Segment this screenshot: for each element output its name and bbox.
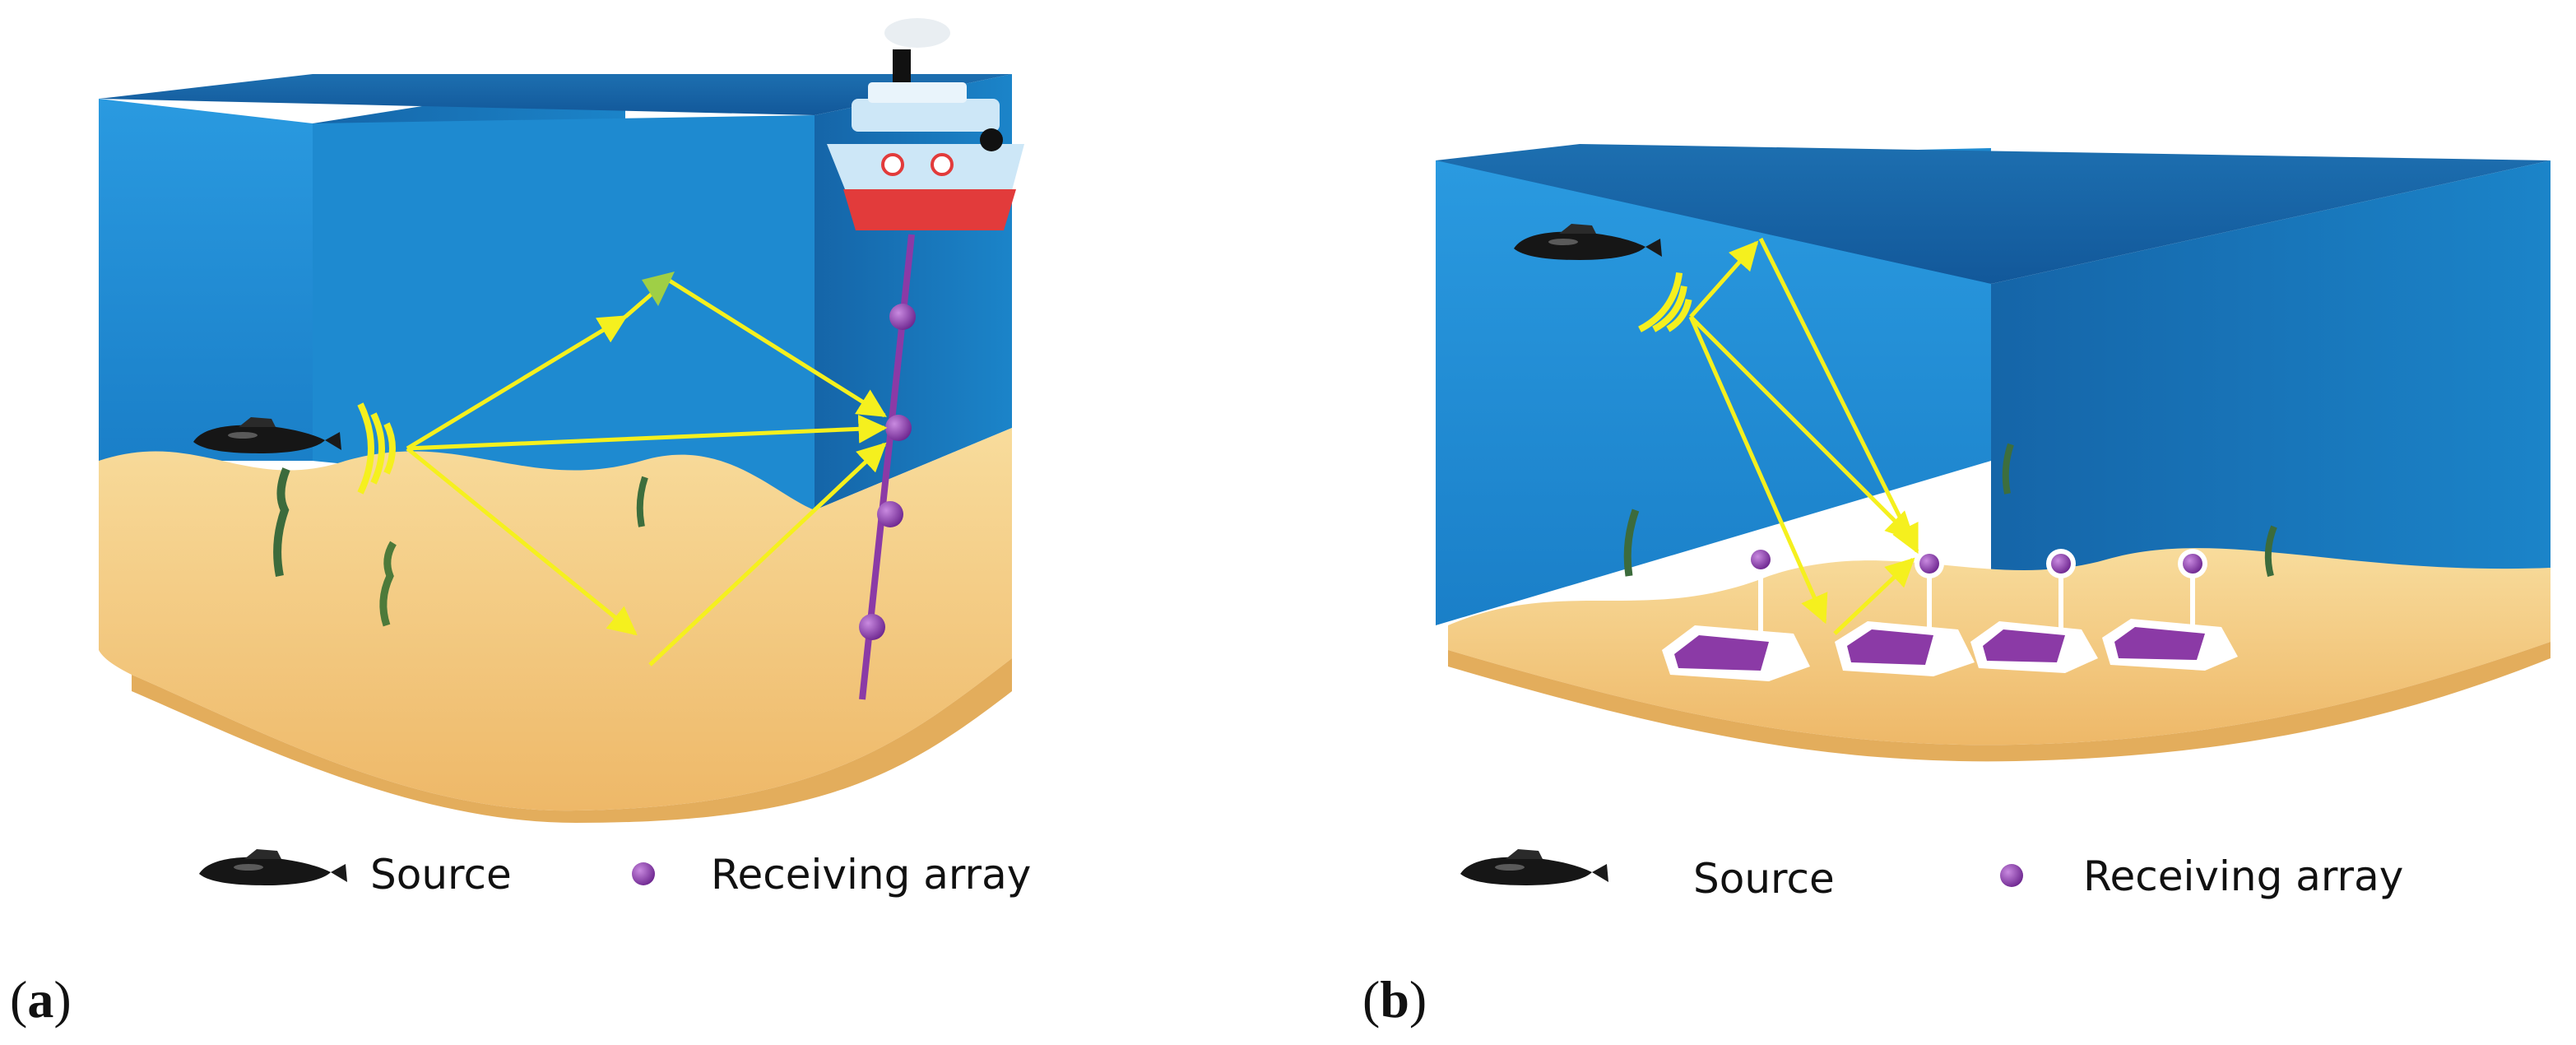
seaweed — [273, 467, 290, 577]
legend-source-icon — [199, 849, 347, 885]
receiver-node — [889, 304, 916, 330]
legend-receiver-icon — [632, 862, 655, 885]
ship-icon — [827, 18, 1024, 230]
panel-b: Source Receiving array (b) — [1362, 144, 2550, 1029]
seabed-platform-icon — [1835, 549, 1975, 676]
legend-receiver-label: Receiving array — [711, 851, 1031, 899]
seaweed — [1623, 509, 1640, 577]
water-front-left — [1436, 160, 1991, 625]
legend-source-icon — [1460, 849, 1608, 885]
water-front-left — [99, 99, 313, 461]
legend-source-label: Source — [370, 851, 512, 899]
sound-wave-icon — [1638, 272, 1692, 332]
seabed-platform-icon — [2102, 549, 2238, 671]
receiver-node — [885, 415, 912, 441]
receiver-node — [877, 501, 903, 527]
water-top-surface — [1436, 144, 2550, 284]
sound-rays — [406, 277, 888, 666]
water-right-wall — [1991, 160, 2550, 625]
panel-a: Source Receiving array (a) — [10, 18, 1031, 1029]
seabed-platform-icon — [1662, 545, 1810, 681]
seabed-platform-icon — [1970, 549, 2098, 673]
sound-rays — [1688, 237, 1919, 635]
legend-receiver-label: Receiving array — [2083, 852, 2403, 900]
legend-source-label: Source — [1693, 855, 1835, 903]
panel-a-caption: (a) — [10, 970, 72, 1029]
water-top-surface — [99, 74, 1012, 115]
receiver-node — [859, 614, 885, 640]
panel-b-caption: (b) — [1362, 970, 1427, 1029]
legend-receiver-icon — [2000, 864, 2023, 887]
seabed-sand — [99, 428, 1012, 811]
